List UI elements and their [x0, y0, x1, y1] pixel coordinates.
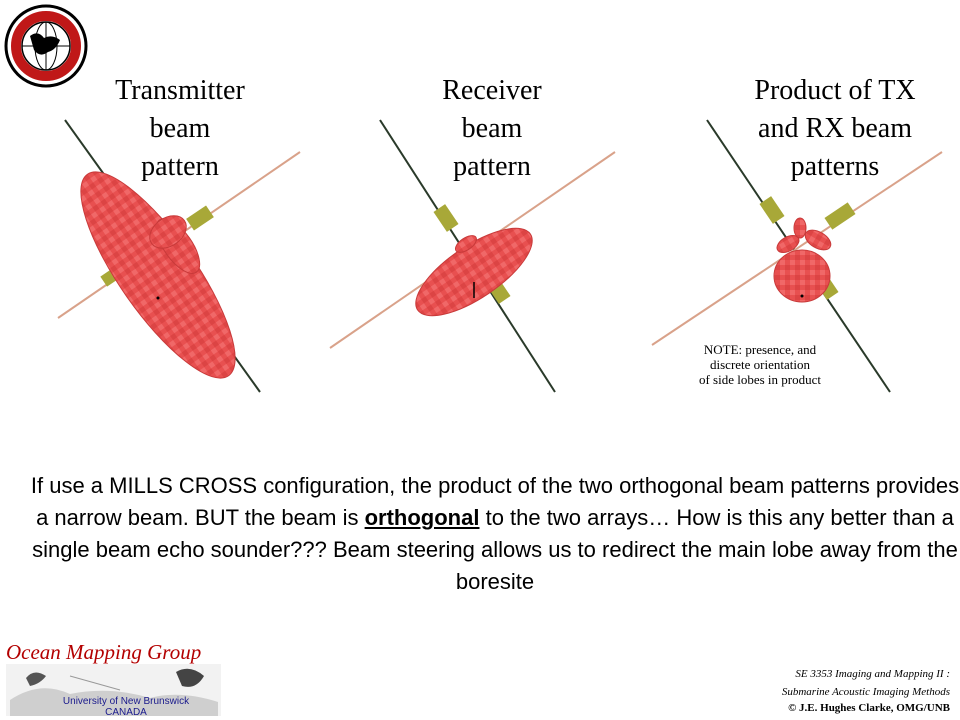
receiver-title: Receiver beam pattern	[442, 75, 542, 182]
caption-after: to the two arrays… How is this any bette…	[32, 505, 958, 594]
ocean-mapping-group-title: Ocean Mapping Group	[6, 640, 202, 664]
prod-axis-light	[651, 151, 943, 346]
side-lobe-note: NOTE: presence, and discrete orientation…	[698, 342, 822, 387]
caption-emphasis: orthogonal	[364, 505, 480, 530]
receiver-beam-figure	[329, 119, 616, 393]
tx-array-bar	[186, 205, 214, 231]
tx-side-lobe-2	[149, 215, 187, 249]
prod-side-lobe-top	[793, 217, 807, 239]
caption-before: If use a MILLS CROSS configuration, the …	[30, 473, 960, 530]
product-beam-figure	[651, 119, 943, 393]
rx-side-lobe	[455, 235, 477, 253]
university-name: University of New Brunswick	[62, 696, 190, 707]
unb-logo	[4, 4, 88, 88]
tx-main-lobe	[80, 171, 236, 379]
transmitter-beam-figure	[57, 119, 301, 393]
omg-logo-art	[6, 664, 221, 716]
prod-array-bar-tx	[759, 196, 785, 224]
prod-side-lobe-right	[804, 229, 832, 251]
prod-array-bar-rx	[824, 202, 856, 230]
course-line-1: SE 3353 Imaging and Mapping II :	[795, 668, 950, 680]
prod-main-lobe	[773, 249, 831, 303]
copyright-notice: © J.E. Hughes Clarke, OMG/UNB	[788, 702, 950, 714]
country-name: CANADA	[105, 707, 147, 718]
course-line-2: Submarine Acoustic Imaging Methods	[781, 686, 950, 698]
rx-array-bar	[433, 204, 459, 232]
caption-text: If use a MILLS CROSS configuration, the …	[30, 470, 960, 598]
rx-main-lobe	[415, 227, 533, 317]
product-title: Product of TX and RX beam patterns	[754, 75, 916, 182]
transmitter-title: Transmitter beam pattern	[115, 75, 245, 182]
